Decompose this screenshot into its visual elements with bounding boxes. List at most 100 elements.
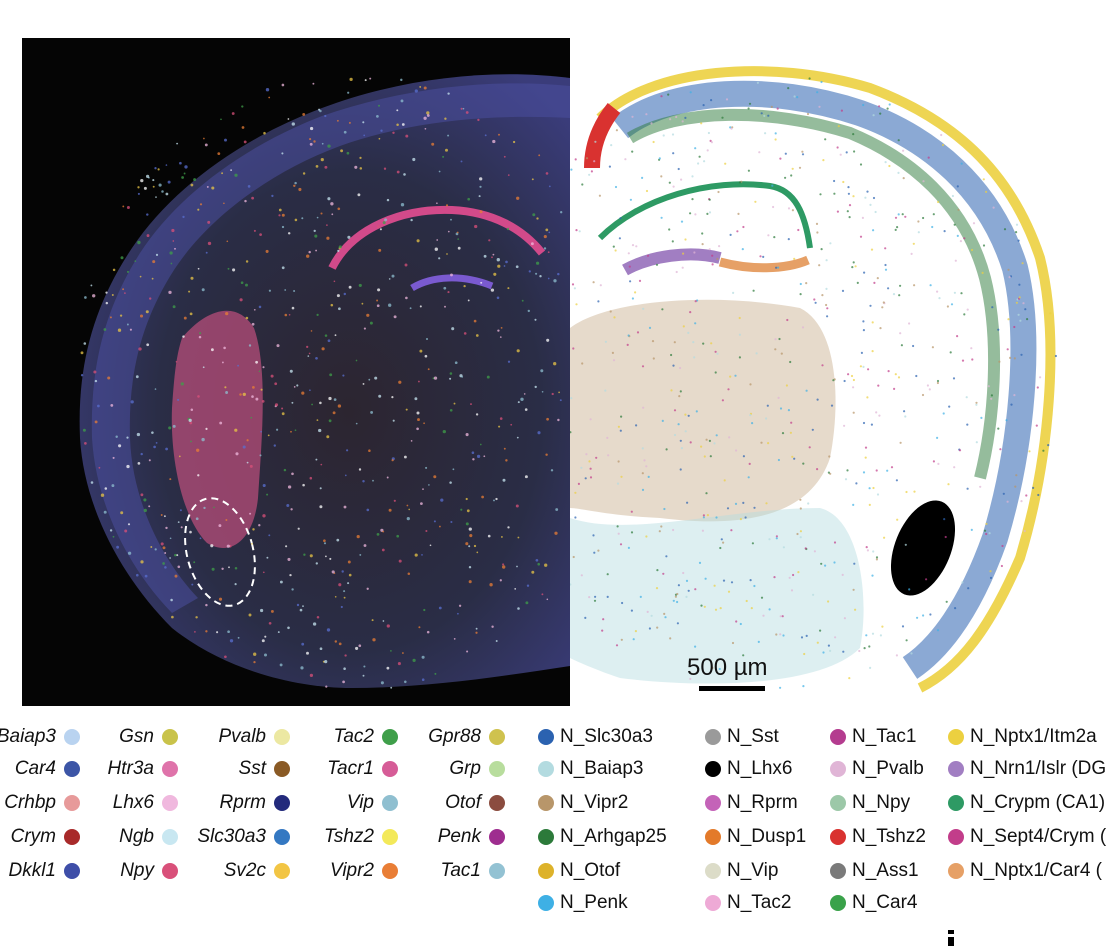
legend-color-swatch: [489, 795, 505, 811]
celltype-legend-item-n-tac2: N_Tac2: [705, 892, 791, 914]
legend-label: N_Pvalb: [852, 758, 924, 779]
legend-label: Crhbp: [4, 792, 56, 813]
gene-legend-item-sv2c: Sv2c: [224, 860, 290, 882]
celltype-map: [570, 38, 1117, 706]
celltype-legend-item-n-tac1: N_Tac1: [830, 726, 916, 748]
celltype-legend-item-n-crypm-ca1: N_Crypm (CA1): [948, 792, 1105, 814]
gene-legend-item-tshz2: Tshz2: [324, 826, 398, 848]
legend-color-swatch: [948, 829, 964, 845]
gene-legend-item-npy: Npy: [120, 860, 178, 882]
legend-label: N_Nrn1/Islr (DG: [970, 758, 1107, 779]
legend-color-swatch: [64, 761, 80, 777]
map-ca1-arc: [597, 181, 813, 249]
legend-color-swatch: [538, 795, 554, 811]
legend-label: Pvalb: [218, 726, 266, 747]
legend-label: N_Otof: [560, 860, 621, 881]
legend-color-swatch: [538, 761, 554, 777]
legend-color-swatch: [162, 863, 178, 879]
gene-legend-item-pvalb: Pvalb: [218, 726, 290, 748]
legend-color-swatch: [830, 863, 846, 879]
legend-label: N_Nptx1/Itm2a: [970, 726, 1097, 747]
legend-label: N_Tshz2: [852, 826, 926, 847]
legend-label: N_Vip: [727, 860, 779, 881]
legend-label: Tac2: [333, 726, 375, 747]
gene-legend-item-tacr1: Tacr1: [327, 758, 398, 780]
legend-color-swatch: [705, 895, 721, 911]
legend-color-swatch: [830, 829, 846, 845]
scale-bar: 500 µm: [687, 654, 777, 694]
fluorescence-brain-image: [22, 38, 570, 706]
legend-color-swatch: [948, 863, 964, 879]
legend-label: Slc30a3: [197, 826, 266, 847]
celltype-legend-item-n-slc30a3: N_Slc30a3: [538, 726, 653, 748]
celltype-legend-item-n-nptx1-itm2a: N_Nptx1/Itm2a: [948, 726, 1097, 748]
legend-color-swatch: [382, 829, 398, 845]
legend-color-swatch: [64, 795, 80, 811]
gene-legend-item-htr3a: Htr3a: [108, 758, 178, 780]
gene-legend-item-vip: Vip: [347, 792, 398, 814]
map-dg-arc: [622, 248, 722, 276]
legend-label: N_Tac1: [852, 726, 917, 747]
legend-color-swatch: [830, 895, 846, 911]
legend-color-swatch: [274, 863, 290, 879]
legend-label: N_Sept4/Crym (: [970, 826, 1107, 847]
gene-legend-item-gpr88: Gpr88: [428, 726, 505, 748]
legend-label: Tac1: [440, 860, 482, 881]
legend-label: Sst: [238, 758, 266, 779]
legend-label: Rprm: [219, 792, 266, 813]
legend-color-swatch: [830, 761, 846, 777]
legend-label: Gsn: [119, 726, 154, 747]
celltype-legend-item-n-npy: N_Npy: [830, 792, 910, 814]
legend-label: N_Crypm (CA1): [970, 792, 1106, 813]
gene-legend-item-baiap3: Baiap3: [0, 726, 80, 748]
legend-color-swatch: [64, 863, 80, 879]
legend-color-swatch: [382, 795, 398, 811]
map-vipr2-region: [570, 299, 836, 522]
legend-color-swatch: [489, 729, 505, 745]
map-baiap3-region: [570, 508, 864, 684]
striatum-region: [171, 310, 263, 548]
celltype-legend-item-n-vip: N_Vip: [705, 860, 778, 882]
celltype-legend-item-n-ass1: N_Ass1: [830, 860, 919, 882]
celltype-legend-item-n-dusp1: N_Dusp1: [705, 826, 806, 848]
legend-color-swatch: [538, 729, 554, 745]
legend-color-swatch: [382, 761, 398, 777]
legend-color-swatch: [538, 895, 554, 911]
celltype-legend-item-n-sept4-crym: N_Sept4/Crym (: [948, 826, 1106, 848]
gene-legend-item-car4: Car4: [15, 758, 80, 780]
gene-legend-item-crhbp: Crhbp: [4, 792, 80, 814]
gene-legend-item-crym: Crym: [11, 826, 80, 848]
celltype-legend-item-n-otof: N_Otof: [538, 860, 620, 882]
gene-legend-item-dkkl1: Dkkl1: [8, 860, 80, 882]
legend-label: N_Lhx6: [727, 758, 793, 779]
legend-color-swatch: [948, 795, 964, 811]
map-cortex-blue: [611, 80, 1037, 679]
gene-legend-item-sst: Sst: [239, 758, 290, 780]
legend-label: N_Baiap3: [560, 758, 644, 779]
legend-label: Baiap3: [0, 726, 56, 747]
scale-bar-line: [699, 686, 765, 691]
legend-label: N_Rprm: [727, 792, 798, 813]
celltype-legend-item-n-nrn1-islr-dg: N_Nrn1/Islr (DG: [948, 758, 1106, 780]
legend-label: Dkkl1: [8, 860, 56, 881]
celltype-legend-item-n-sst: N_Sst: [705, 726, 779, 748]
legend-label: N_Vipr2: [560, 792, 629, 813]
legend-color-swatch: [538, 829, 554, 845]
legend-color-swatch: [274, 795, 290, 811]
legend-label: N_Nptx1/Car4 (: [970, 860, 1102, 881]
map-ca3-arc: [718, 255, 810, 273]
legend-color-swatch: [274, 829, 290, 845]
legend-label: N_Sst: [727, 726, 779, 747]
celltype-legend-item-n-vipr2: N_Vipr2: [538, 792, 628, 814]
legend-color-swatch: [489, 761, 505, 777]
panel-letter-fragment: [948, 930, 954, 946]
scale-bar-label: 500 µm: [687, 654, 768, 681]
legend-color-swatch: [489, 829, 505, 845]
gene-legend-item-otof: Otof: [445, 792, 505, 814]
legend-color-swatch: [162, 761, 178, 777]
legend-color-swatch: [705, 863, 721, 879]
legend-color-swatch: [64, 729, 80, 745]
celltype-legend-item-n-rprm: N_Rprm: [705, 792, 798, 814]
legend-color-swatch: [64, 829, 80, 845]
legend-label: N_Npy: [852, 792, 911, 813]
